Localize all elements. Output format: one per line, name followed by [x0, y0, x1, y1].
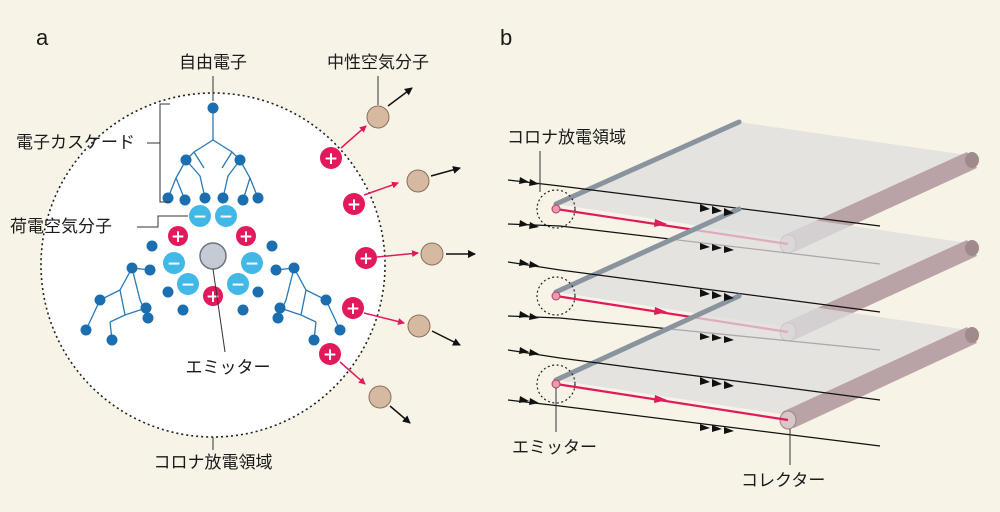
positive-ion: + [236, 226, 256, 247]
label-electron-cascade: 電子カスケード [16, 133, 135, 153]
svg-text:+: + [324, 149, 338, 169]
negative-ion: − [189, 205, 211, 227]
negative-ion: − [215, 205, 237, 227]
emitter-wire [553, 119, 742, 207]
positive-ion: + [355, 247, 377, 269]
positive-ions-inner: + + + [168, 226, 256, 307]
neutral-molecule [420, 242, 444, 266]
label-free-electron: 自由電子 [179, 53, 247, 73]
label-collector: コレクター [741, 471, 825, 491]
positive-ion: + [203, 286, 223, 307]
svg-text:+: + [346, 299, 360, 319]
leader-charged-molecule [137, 215, 188, 228]
neutral-molecule [407, 314, 431, 338]
svg-text:+: + [359, 249, 373, 269]
panel-label-b: b [500, 25, 512, 50]
svg-text:+: + [171, 227, 185, 247]
negative-ion: − [177, 273, 199, 295]
negative-ion: − [241, 252, 263, 274]
positive-ion: + [320, 147, 342, 169]
label-emitter-b: エミッター [512, 438, 597, 458]
free-electrons [80, 102, 346, 346]
outgoing-ions: + + + + + [319, 87, 476, 424]
negative-ion: − [227, 273, 249, 295]
field-arrowheads [654, 219, 667, 403]
positive-ion: + [343, 193, 365, 215]
corona-region-marker [536, 276, 576, 316]
collector-rod [782, 327, 977, 428]
positive-ion: + [342, 297, 364, 319]
cascade-bracket [159, 103, 170, 203]
positive-ion: + [168, 226, 188, 247]
svg-text:−: − [167, 254, 181, 274]
neutral-molecule [406, 169, 430, 193]
flow-arrowheads [519, 177, 734, 434]
negative-ion: − [163, 252, 185, 274]
label-charged-molecule: 荷電空気分子 [10, 217, 112, 237]
svg-text:+: + [347, 195, 361, 215]
svg-text:+: + [323, 345, 337, 365]
electrode-layer-bottom [507, 293, 981, 447]
emitter-wire [553, 293, 742, 383]
corona-region-marker [536, 189, 576, 229]
label-corona-a: コロナ放電領域 [154, 453, 273, 473]
panel-label-a: a [36, 25, 49, 50]
leader-emitter-a [212, 268, 226, 353]
svg-text:−: − [231, 275, 245, 295]
corona-region-marker [536, 364, 576, 404]
label-corona-b: コロナ放電領域 [507, 128, 626, 148]
negative-ions: − − − − − − [163, 205, 263, 295]
neutral-molecule [366, 105, 390, 129]
neutral-molecule [368, 385, 392, 409]
free-electron [207, 102, 219, 114]
positive-ion: + [319, 343, 341, 365]
svg-text:−: − [219, 207, 233, 227]
label-neutral-molecule: 中性空気分子 [327, 53, 429, 73]
label-emitter-a: エミッター [186, 358, 271, 378]
svg-text:−: − [245, 254, 259, 274]
emitter [199, 242, 227, 270]
emitter-wire [553, 206, 742, 295]
electron-cascade-lines [85, 108, 341, 341]
svg-text:−: − [181, 275, 195, 295]
svg-text:−: − [193, 207, 207, 227]
svg-text:+: + [239, 227, 253, 247]
